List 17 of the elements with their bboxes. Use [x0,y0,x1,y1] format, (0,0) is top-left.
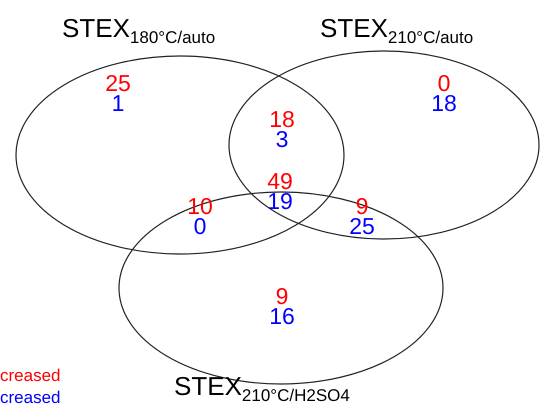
count-label: 9 [276,285,288,307]
count-label: 49 [266,170,294,192]
count-label: 0 [438,72,450,94]
count-label: 25 [104,72,132,94]
set-heading: STEX$_{210°C/H2SO4}$ [174,371,350,406]
count-label: 19 [266,190,294,212]
legend-label: creased [0,388,60,408]
count-label: 18 [268,108,296,130]
count-label: 0 [194,215,206,237]
count-label: 3 [276,128,288,150]
count-label: 1 [112,92,124,114]
set-heading: STEX$_{180°C/auto}$ [62,13,216,48]
set-heading: STEX$_{210°C/auto}$ [320,13,474,48]
legend-label: creased [0,366,60,386]
count-label: 16 [268,305,296,327]
count-label: 25 [348,215,376,237]
count-label: 18 [430,92,458,114]
